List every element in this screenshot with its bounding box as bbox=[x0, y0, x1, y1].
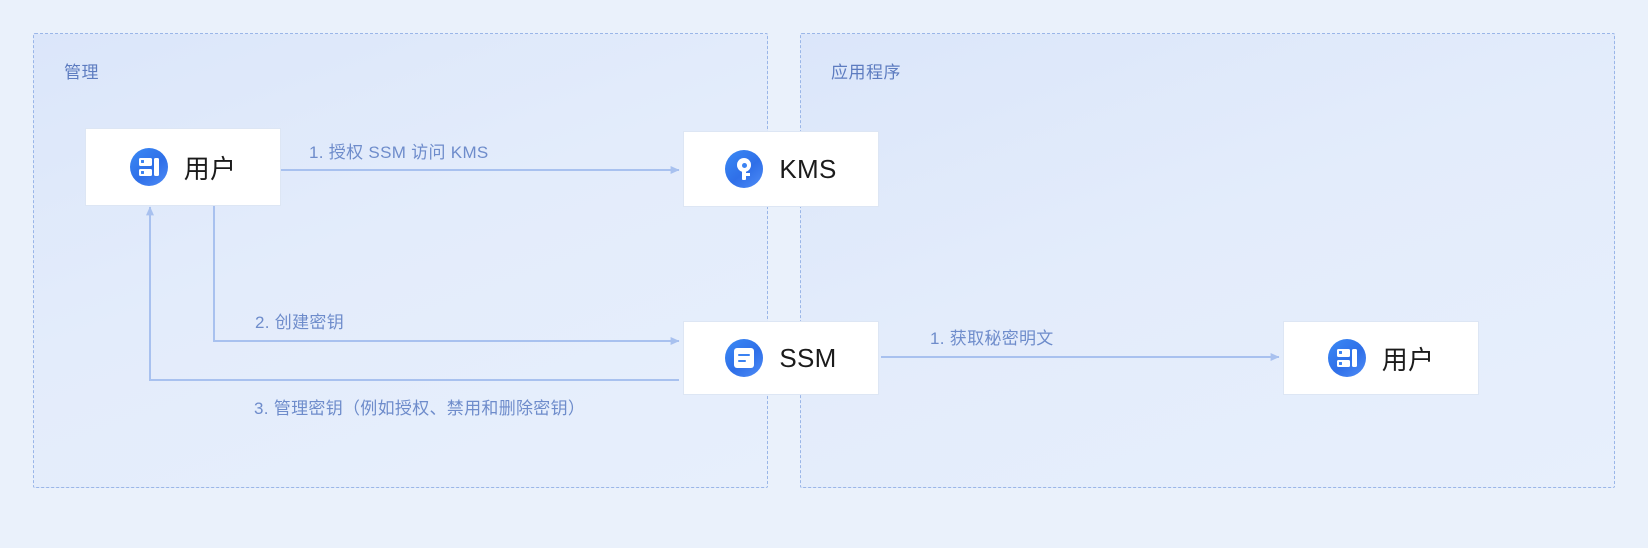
node-kms-label: KMS bbox=[779, 153, 837, 184]
server-icon bbox=[129, 148, 168, 186]
edge-label-create-key: 2. 创建密钥 bbox=[255, 313, 345, 332]
key-icon bbox=[725, 150, 764, 188]
node-ssm-label: SSM bbox=[779, 342, 837, 373]
node-user-left[interactable]: 用户 bbox=[85, 128, 281, 206]
zone-application: 应用程序 bbox=[800, 33, 1615, 488]
node-ssm[interactable]: SSM bbox=[683, 321, 879, 395]
edge-label-authorize-ssm-access-kms: 1. 授权 SSM 访问 KMS bbox=[309, 143, 489, 162]
node-user-right[interactable]: 用户 bbox=[1283, 321, 1479, 395]
node-user-right-label: 用户 bbox=[1381, 344, 1435, 375]
edge-label-get-secret-plaintext: 1. 获取秘密明文 bbox=[930, 329, 1054, 348]
zone-management-label: 管理 bbox=[64, 63, 99, 82]
node-kms[interactable]: KMS bbox=[683, 131, 879, 207]
zone-application-label: 应用程序 bbox=[831, 63, 901, 82]
server-icon bbox=[1327, 339, 1366, 377]
edge-label-manage-key: 3. 管理密钥（例如授权、禁用和删除密钥） bbox=[254, 399, 586, 418]
zone-management: 管理 bbox=[33, 33, 768, 488]
node-user-left-label: 用户 bbox=[183, 153, 237, 184]
document-icon bbox=[725, 339, 764, 377]
